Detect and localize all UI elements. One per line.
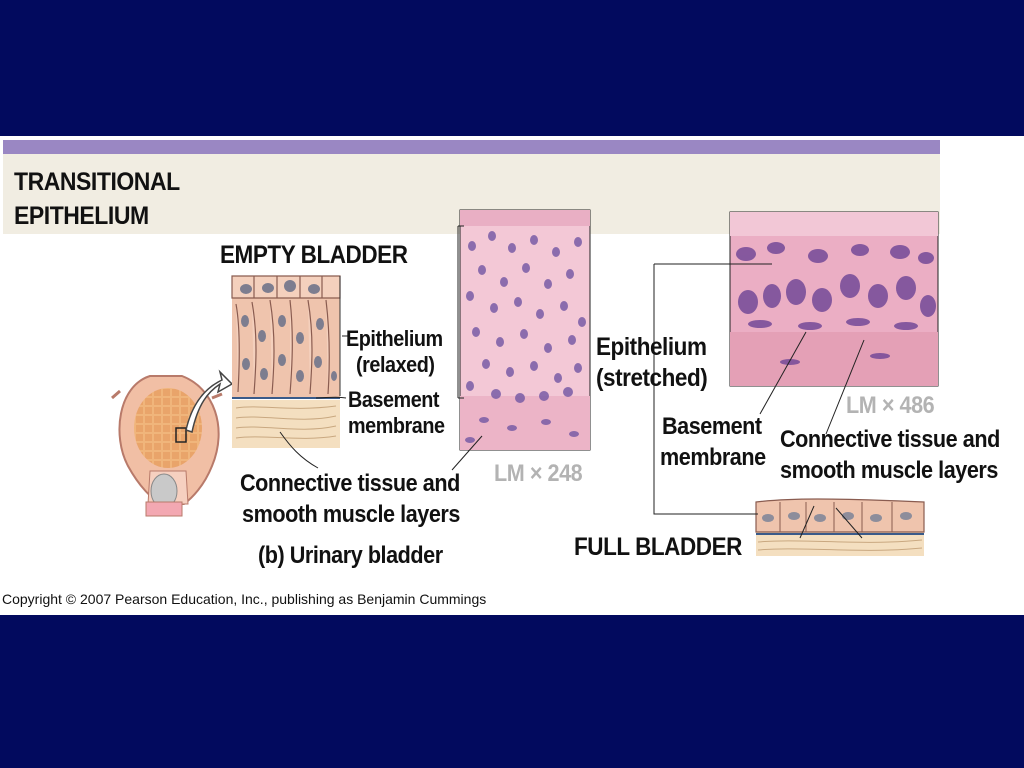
epithelium-stretched-label-2: (stretched) [596,364,708,392]
title-line-1: TRANSITIONAL [14,168,180,196]
basement-membrane-label-2: membrane [348,413,445,438]
epithelium-relaxed-label-1: Epithelium [346,326,443,351]
basement-membrane-label-1: Basement [348,387,440,412]
epithelium-stretched-label-1: Epithelium [596,333,707,361]
full-bladder-heading: FULL BLADDER [574,533,742,561]
purple-band [3,140,940,154]
title-line-2: EPITHELIUM [14,202,149,230]
micrograph-stretched [729,211,939,387]
diagram-artwork [111,209,939,556]
copyright-notice: Copyright © 2007 Pearson Education, Inc.… [2,591,487,607]
full-connective-tissue-label-1: Connective tissue and [780,426,1000,453]
micrograph-relaxed [459,209,591,451]
full-basement-membrane-label-2: membrane [660,444,766,471]
leader-lines [279,225,865,539]
relaxed-epithelium-drawing [231,275,341,448]
epithelium-relaxed-label-2: (relaxed) [356,352,435,377]
figure-caption: (b) Urinary bladder [258,542,443,569]
connective-tissue-label-2: smooth muscle layers [242,501,460,528]
stretched-epithelium-drawing [755,498,925,556]
magnification-486: LM × 486 [846,392,935,419]
figure-panel: TRANSITIONAL EPITHELIUM [0,136,1024,615]
connective-tissue-label-1: Connective tissue and [240,470,460,497]
empty-bladder-heading: EMPTY BLADDER [220,241,408,269]
magnification-248: LM × 248 [494,460,583,487]
full-basement-membrane-label-1: Basement [662,413,762,440]
full-connective-tissue-label-2: smooth muscle layers [780,457,998,484]
bladder-illustration [111,369,234,517]
